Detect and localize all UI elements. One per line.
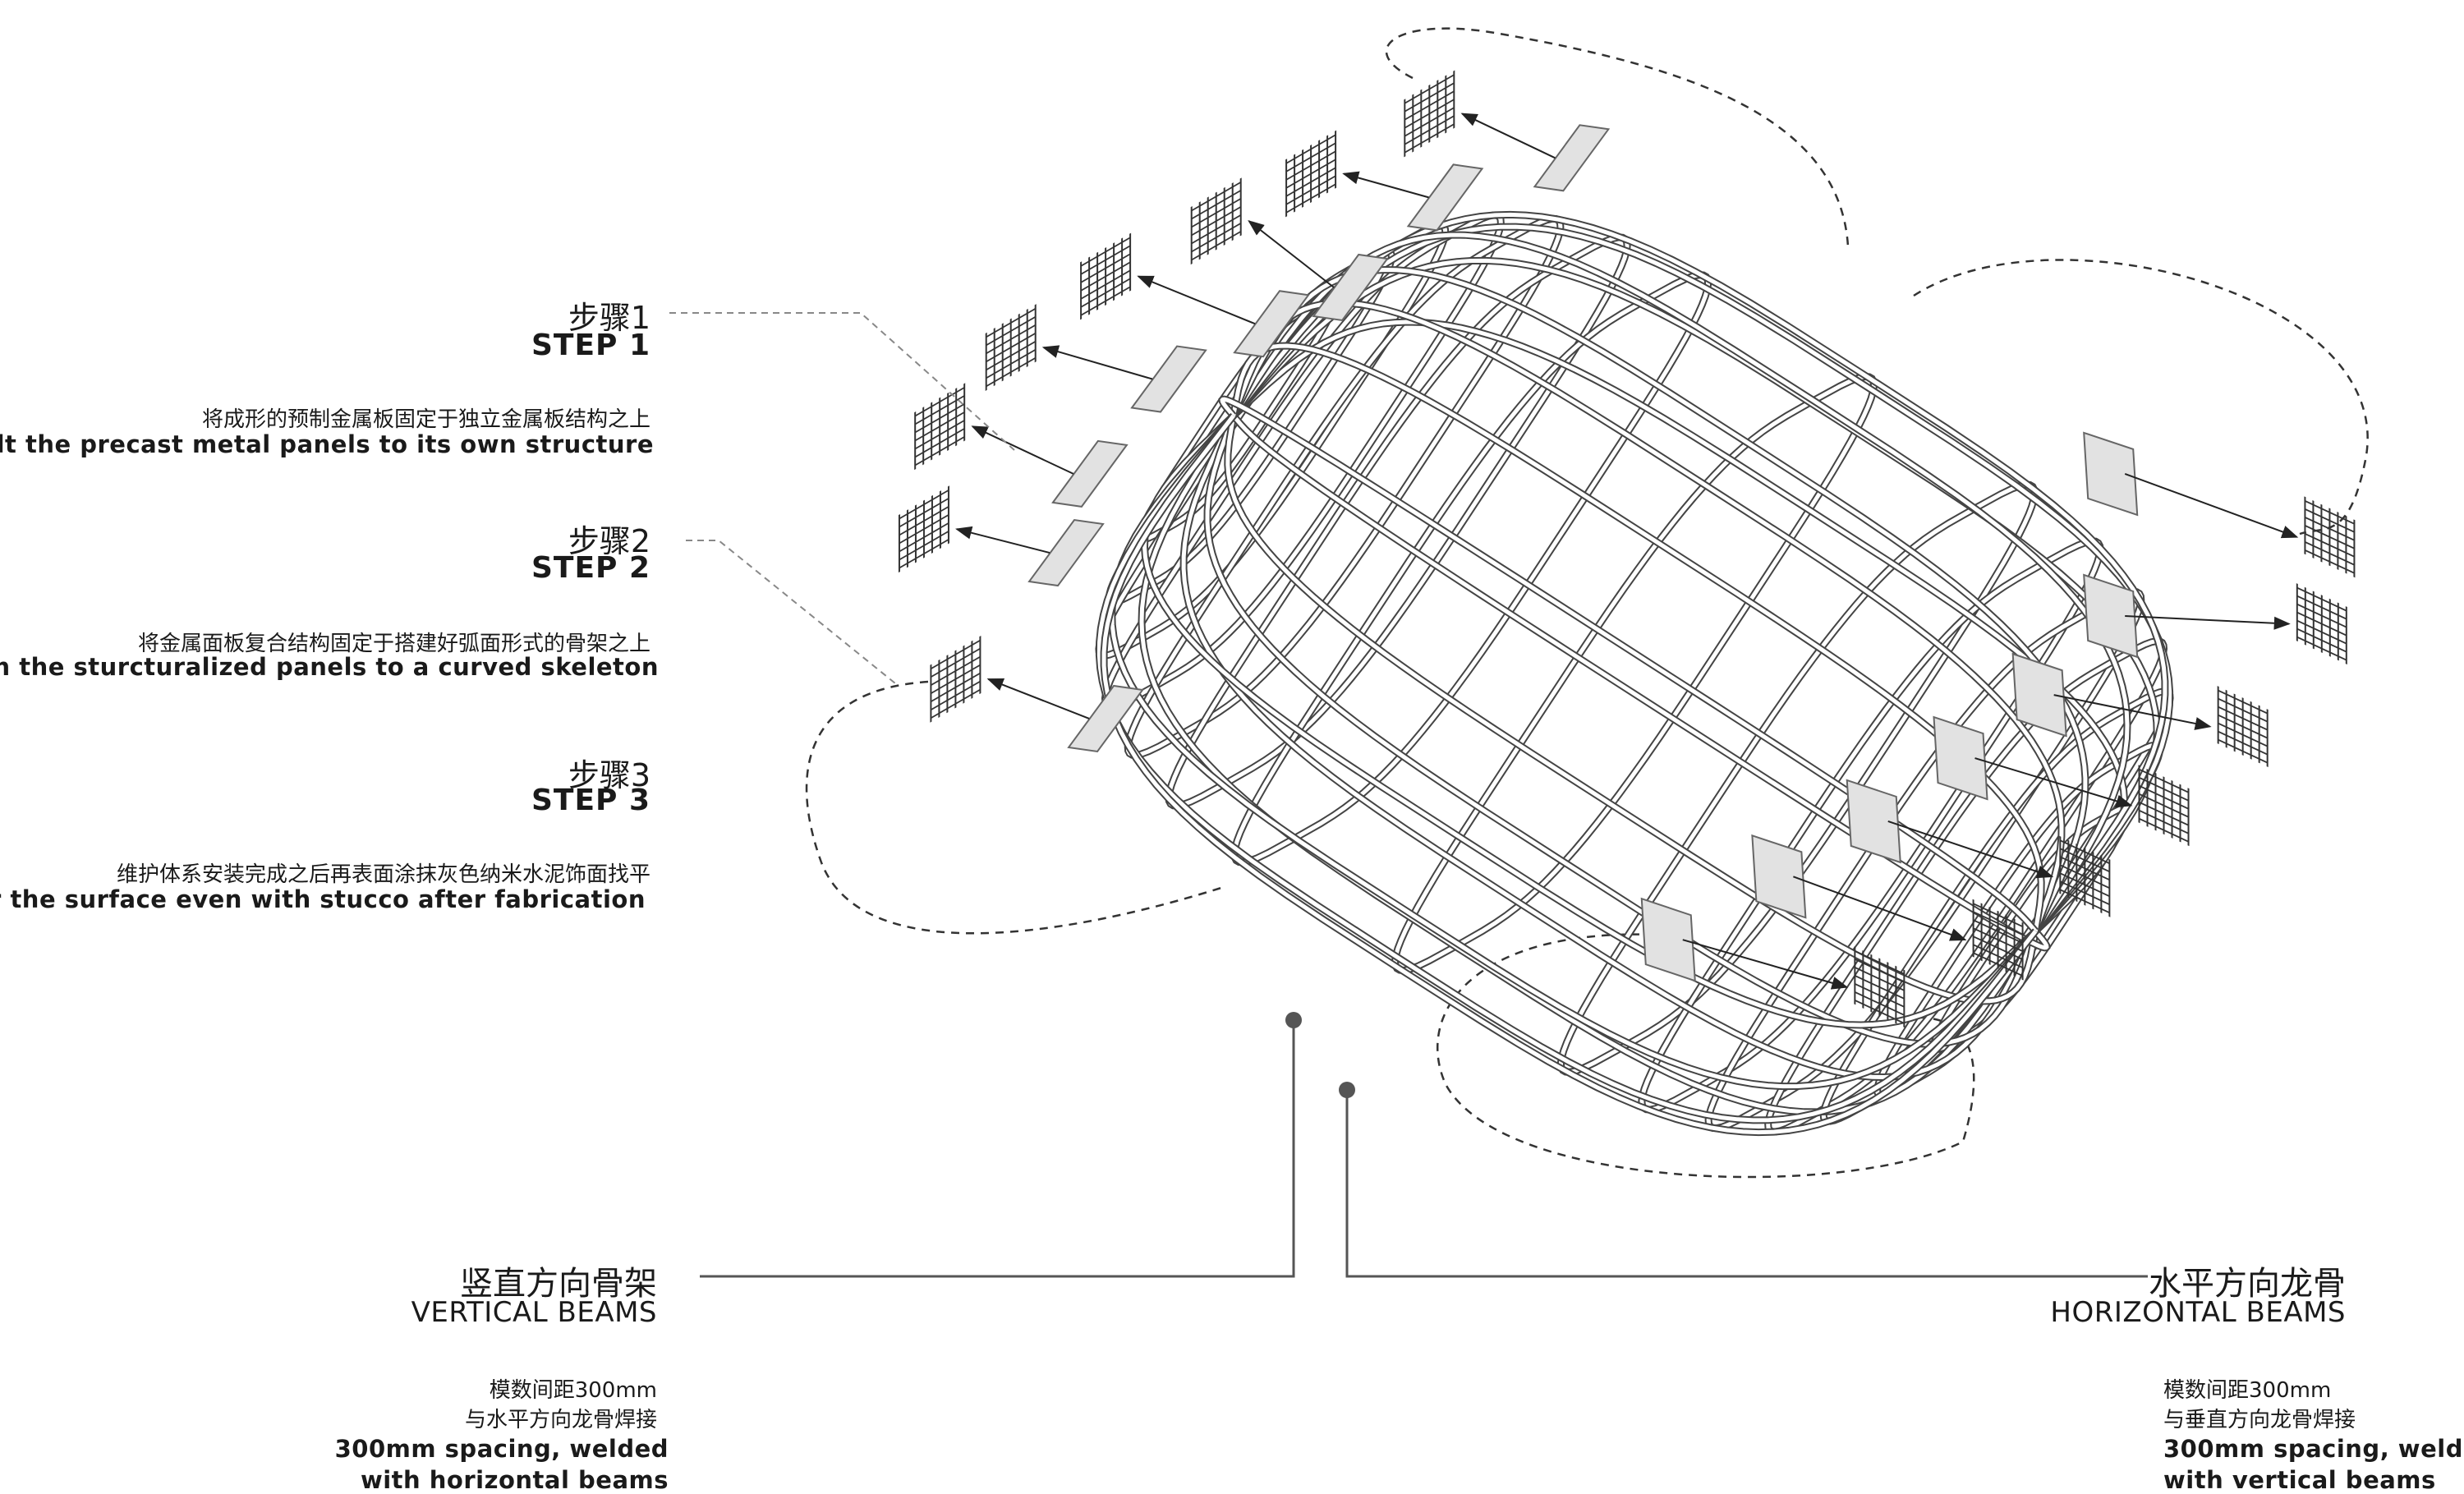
mesh-grid xyxy=(1190,177,1242,265)
step-2-title-en: STEP 2 xyxy=(531,551,650,585)
mesh-grid xyxy=(2296,583,2347,665)
horizontal-beams-note-cn-1: 模数间距300mm xyxy=(2163,1378,2332,1403)
step-2-title-cn: 步骤2 xyxy=(568,523,650,559)
mesh-grid xyxy=(2217,686,2269,768)
metal-panel xyxy=(1067,684,1144,753)
vertical-beams-title-cn: 竖直方向骨架 xyxy=(460,1265,657,1303)
horizontal-beam-inner xyxy=(1142,414,2037,1027)
horizontal-beams-note-en-2: with vertical beams xyxy=(2163,1466,2436,1494)
mesh-grid xyxy=(1972,899,2024,981)
step-1-title-cn: 步骤1 xyxy=(568,300,650,336)
beam-leader-lines xyxy=(700,1020,2148,1278)
step-3-title-cn: 步骤3 xyxy=(568,757,650,793)
arrow xyxy=(1887,821,2054,879)
arrow xyxy=(1793,876,1967,941)
metal-panel xyxy=(1406,163,1484,232)
mesh-grid xyxy=(930,635,981,723)
horizontal-beams-note-cn-2: 与垂直方向龙骨焊接 xyxy=(2163,1408,2356,1432)
metal-panel xyxy=(1027,518,1105,587)
horizontal-beams-title-en: HORIZONTAL BEAMS xyxy=(2050,1296,2346,1329)
mesh-grid xyxy=(1404,70,1455,158)
metal-panel xyxy=(1751,834,1807,919)
arrow xyxy=(1342,171,1429,199)
arrow xyxy=(986,678,1090,719)
horizontal-beam-marker-dot xyxy=(1339,1082,1355,1098)
horizontal-beam-inner xyxy=(1220,397,2038,933)
panel-substructure-meshes xyxy=(898,70,2356,1028)
mesh-grid xyxy=(985,304,1037,391)
mesh-grid xyxy=(2059,835,2111,917)
mesh-grid xyxy=(1080,232,1132,320)
horizontal-beam-inner xyxy=(1096,414,2038,1123)
horizontal-beam-inner xyxy=(1205,415,2038,1046)
arrow xyxy=(1974,757,2133,808)
vertical-beams-title-en: VERTICAL BEAMS xyxy=(411,1296,657,1329)
step-2-desc-cn: 将金属面板复合结构固定于搭建好弧面形式的骨架之上 xyxy=(137,632,650,656)
arrow xyxy=(955,526,1050,554)
mesh-grid xyxy=(2304,496,2356,578)
step-1-desc-cn: 将成形的预制金属板固定于独立金属板结构之上 xyxy=(201,407,650,432)
metal-panels xyxy=(1027,124,2139,982)
step-1-desc-en: Bolt the precast metal panels to its own… xyxy=(0,430,654,458)
step-1-title-en: STEP 1 xyxy=(531,329,650,362)
vertical-beam-marker-dot xyxy=(1285,1012,1302,1028)
metal-panel xyxy=(1933,715,1988,801)
metal-panel xyxy=(2083,431,2139,517)
vertical-beams-note-cn-2: 与水平方向龙骨焊接 xyxy=(464,1408,657,1432)
horizontal-beam-inner xyxy=(1181,415,2038,1080)
mesh-grid xyxy=(898,485,949,573)
horizontal-beams-title-cn: 水平方向龙骨 xyxy=(2149,1265,2346,1303)
arrow xyxy=(2053,694,2212,730)
metal-panel xyxy=(1640,897,1696,982)
vertical-beams-note-en-1: 300mm spacing, welded xyxy=(334,1435,669,1463)
step-3-title-en: STEP 3 xyxy=(531,784,650,817)
metal-panel xyxy=(1051,439,1129,508)
horizontal-beam-inner xyxy=(1101,414,2038,1135)
horizontal-beam-inner xyxy=(1231,232,2130,933)
horizontal-beam-inner xyxy=(1231,212,2167,933)
horizontal-beams-note-en-1: 300mm spacing, welded xyxy=(2163,1435,2464,1463)
mesh-grid xyxy=(914,383,966,471)
horizontal-beam-inner xyxy=(1225,415,2038,1004)
arrow xyxy=(1248,219,1335,288)
step-3-desc-en: Smear the surface even with stucco after… xyxy=(0,885,646,913)
arrow xyxy=(1682,939,1849,990)
dashed-motion-loops xyxy=(805,27,2369,1179)
vertical-beams-note-en-2: with horizontal beams xyxy=(360,1466,669,1494)
arrow xyxy=(1041,345,1153,380)
metal-panel xyxy=(1846,779,1901,864)
step-leader-lines xyxy=(669,312,1015,684)
metal-panel xyxy=(1312,253,1389,322)
metal-panel xyxy=(1130,345,1207,413)
arrow xyxy=(1137,275,1256,325)
metal-panel xyxy=(2011,652,2067,738)
assembly-arrows xyxy=(955,113,2299,990)
arrow xyxy=(971,425,1074,475)
arrow xyxy=(2125,614,2291,630)
mesh-grid xyxy=(2138,765,2190,847)
mesh-grid xyxy=(1854,946,1905,1028)
horizontal-beam-inner xyxy=(1231,343,2043,932)
mesh-grid xyxy=(1285,130,1337,218)
metal-panel xyxy=(1533,124,1611,192)
metal-panel xyxy=(2083,573,2139,659)
arrow xyxy=(2124,472,2299,539)
step-3-desc-cn: 维护体系安装完成之后再表面涂抹灰色纳米水泥饰面找平 xyxy=(116,862,650,887)
vertical-beams-note-cn-1: 模数间距300mm xyxy=(489,1378,657,1403)
arrow xyxy=(1460,113,1556,159)
step-2-desc-en: Fasten the sturcturalized panels to a cu… xyxy=(0,653,659,681)
metal-panel xyxy=(1233,290,1310,358)
